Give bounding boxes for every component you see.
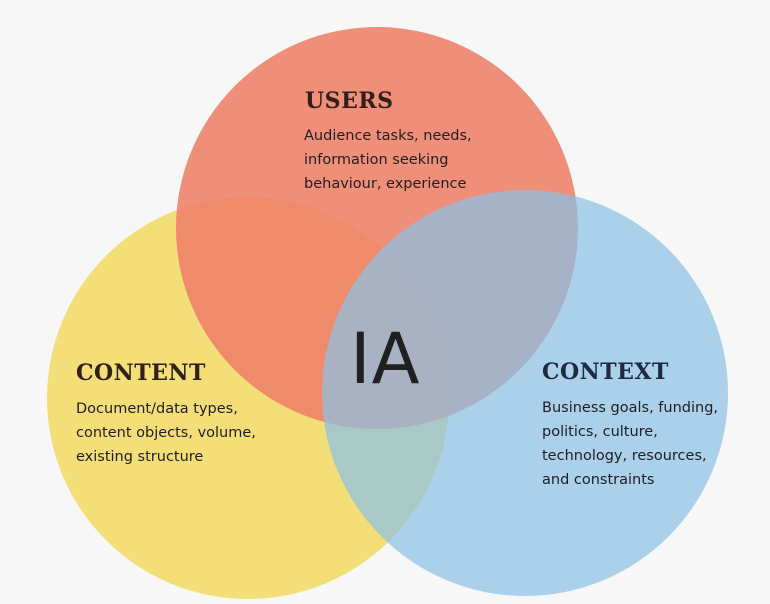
users-line: information seeking xyxy=(304,152,449,168)
context-line: technology, resources, xyxy=(542,448,707,464)
content-line: Document/data types, xyxy=(76,401,238,417)
context-description: Business goals, funding, politics, cultu… xyxy=(542,396,718,492)
center-label: IA xyxy=(350,318,421,400)
users-line: behaviour, experience xyxy=(304,176,467,192)
context-circle xyxy=(322,190,728,596)
context-line: politics, culture, xyxy=(542,424,658,440)
users-line: Audience tasks, needs, xyxy=(304,128,472,144)
context-title: CONTEXT xyxy=(542,359,669,385)
context-line: Business goals, funding, xyxy=(542,400,719,416)
content-title: CONTENT xyxy=(76,360,206,386)
content-line: content objects, volume, xyxy=(76,425,256,441)
content-line: existing structure xyxy=(76,449,204,465)
context-line: and constraints xyxy=(542,472,655,488)
content-description: Document/data types, content objects, vo… xyxy=(76,397,256,469)
users-title: USERS xyxy=(305,88,394,114)
users-description: Audience tasks, needs, information seeki… xyxy=(304,124,472,196)
